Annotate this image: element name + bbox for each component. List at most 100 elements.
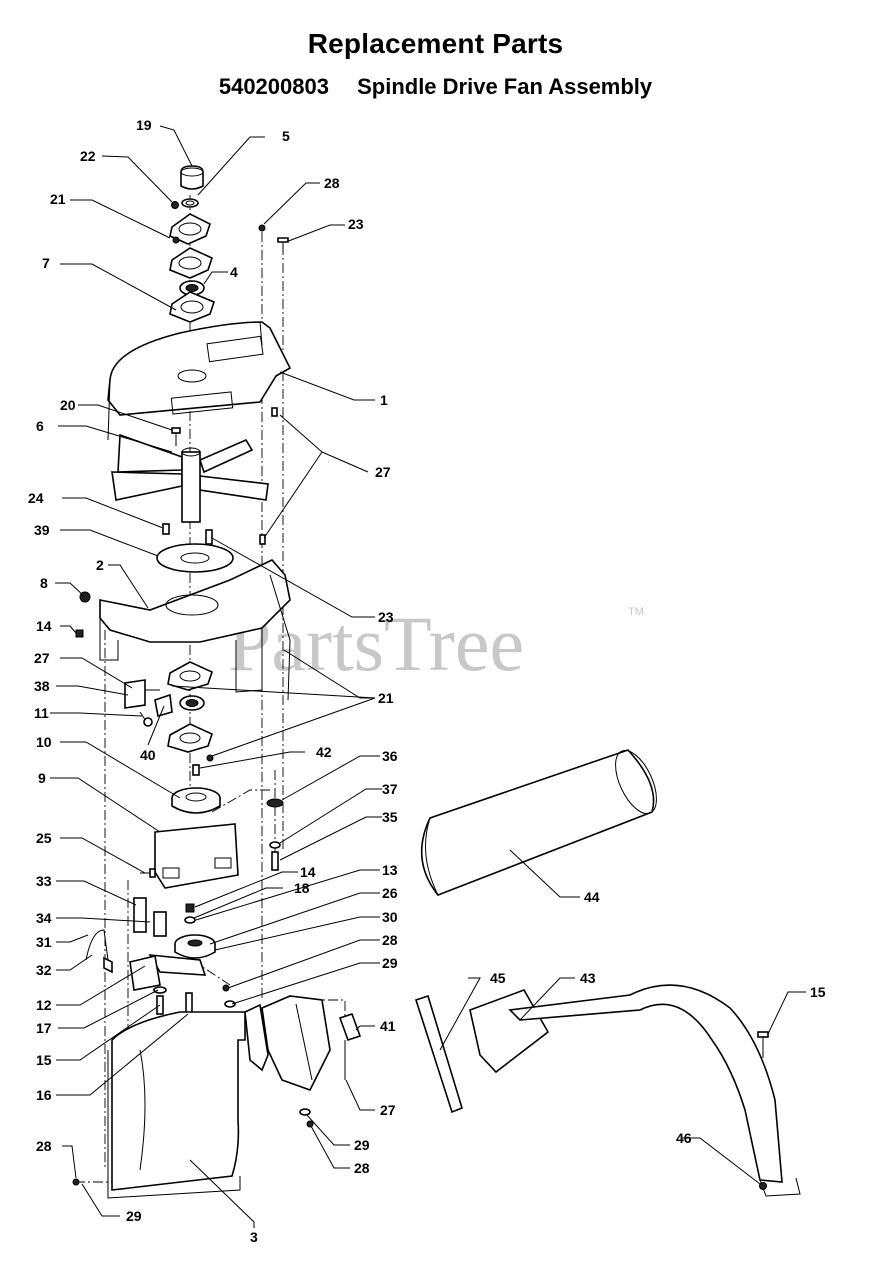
- callout-17: 17: [36, 1020, 52, 1036]
- part-10-pulley: [171, 787, 221, 814]
- callout-14: 14: [36, 618, 52, 634]
- part-4-bearing-lower: [179, 695, 205, 711]
- callout-8: 8: [40, 575, 48, 591]
- part-18-washer: [184, 916, 196, 924]
- callout-23: 23: [348, 216, 364, 232]
- callout-21: 21: [50, 191, 66, 207]
- part-21-flange-top: [169, 213, 211, 245]
- callout-40: 40: [140, 747, 156, 763]
- part-31-spring: [85, 929, 113, 974]
- callout-27c: 27: [380, 1102, 396, 1118]
- part-41-strap: [338, 1012, 362, 1042]
- part-15-bolt-right: [757, 1031, 769, 1058]
- callout-45: 45: [490, 970, 506, 986]
- part-28-nut-left: [72, 1178, 80, 1186]
- part-23-bolt-top: [277, 237, 289, 252]
- callout-42: 42: [316, 744, 332, 760]
- callout-43: 43: [580, 970, 596, 986]
- callout-37: 37: [382, 781, 398, 797]
- part-38-bracket: [124, 679, 160, 709]
- part-26-idler-pulley: [174, 934, 216, 959]
- callout-32: 32: [36, 962, 52, 978]
- part-14-nut-right: [185, 903, 195, 913]
- part-12-idler-arm: [129, 954, 207, 991]
- callout-46: 46: [676, 1130, 692, 1146]
- callout-21b: 21: [378, 690, 394, 706]
- part-45-handle-grip: [414, 994, 463, 1114]
- assembly-part-number: 540200803: [218, 74, 329, 99]
- part-11-bolt: [139, 711, 153, 727]
- part-3-chute-base: [107, 995, 331, 1199]
- part-36-washer: [266, 798, 284, 808]
- part-22-nut: [171, 201, 179, 209]
- callout-16: 16: [36, 1087, 52, 1103]
- part-39-plate: [156, 543, 234, 573]
- callout-28d: 28: [354, 1160, 370, 1176]
- part-7-flange-upper: [169, 247, 213, 279]
- callout-27: 27: [375, 464, 391, 480]
- callout-6: 6: [36, 418, 44, 434]
- callout-29: 29: [382, 955, 398, 971]
- callout-41: 41: [380, 1018, 396, 1034]
- part-28-nut-top: [258, 224, 266, 232]
- part-40-spacer: [154, 693, 173, 718]
- part-6-fan-blade: [111, 433, 269, 523]
- page-subtitle: 540200803 Spindle Drive Fan Assembly: [0, 74, 871, 100]
- part-20-screw: [171, 427, 181, 446]
- callout-28: 28: [324, 175, 340, 191]
- callout-23b: 23: [378, 609, 394, 625]
- callout-3: 3: [250, 1229, 258, 1245]
- callout-36: 36: [382, 748, 398, 764]
- part-37-washer: [269, 841, 281, 849]
- callout-24: 24: [28, 490, 44, 506]
- part-9-belt-guard: [154, 823, 239, 889]
- part-24-pin: [162, 523, 170, 535]
- callout-38: 38: [34, 678, 50, 694]
- part-27-clip-upper: [271, 407, 278, 417]
- callout-10: 10: [36, 734, 52, 750]
- callout-19: 19: [136, 117, 152, 133]
- callout-30: 30: [382, 909, 398, 925]
- part-27-clip-lower: [259, 534, 266, 545]
- page-title: Replacement Parts: [307, 28, 564, 59]
- callout-28b: 28: [382, 932, 398, 948]
- callout-29c: 29: [126, 1208, 142, 1224]
- part-42-key: [192, 764, 200, 776]
- callout-25: 25: [36, 830, 52, 846]
- part-4-bearing: [179, 280, 205, 296]
- part-2-housing: [79, 559, 291, 701]
- callout-1: 1: [380, 392, 388, 408]
- part-5-bushing: [181, 198, 199, 208]
- callout-34: 34: [36, 910, 52, 926]
- leader-lines: [50, 125, 806, 1228]
- callout-28c: 28: [36, 1138, 52, 1154]
- callout-29b: 29: [354, 1137, 370, 1153]
- part-17-washer: [153, 986, 167, 994]
- part-29-washer-right: [224, 1000, 236, 1008]
- callout-4: 4: [230, 264, 238, 280]
- callout-11: 11: [34, 705, 49, 721]
- part-29-washer-chute: [299, 1108, 311, 1116]
- callout-15: 15: [36, 1052, 52, 1068]
- callout-20: 20: [60, 397, 76, 413]
- callout-33: 33: [36, 873, 52, 889]
- callout-2: 2: [96, 557, 104, 573]
- part-33-spacer: [133, 897, 147, 933]
- part-44-chute-tube: [420, 749, 657, 896]
- callout-14b: 14: [300, 864, 316, 880]
- part-19-cap: [180, 165, 204, 190]
- callout-44: 44: [584, 889, 600, 905]
- watermark-tm: TM: [628, 606, 644, 618]
- part-28-nut-chute: [306, 1120, 314, 1128]
- callout-35: 35: [382, 809, 398, 825]
- callout-15-right: 15: [810, 984, 826, 1000]
- part-7-flange-lower: [169, 291, 215, 323]
- part-handle-tube: [508, 984, 801, 1197]
- callout-31: 31: [36, 934, 52, 950]
- part-21-flange-lower-a: [167, 661, 213, 691]
- callout-9: 9: [38, 770, 46, 786]
- callout-27b: 27: [34, 650, 50, 666]
- callout-labels: 19 5 22 28 21 23 7 4 1 20 6 27 24 39 2 2…: [28, 117, 826, 1245]
- watermark: PartsTree: [228, 600, 524, 687]
- part-25-screw: [140, 868, 156, 878]
